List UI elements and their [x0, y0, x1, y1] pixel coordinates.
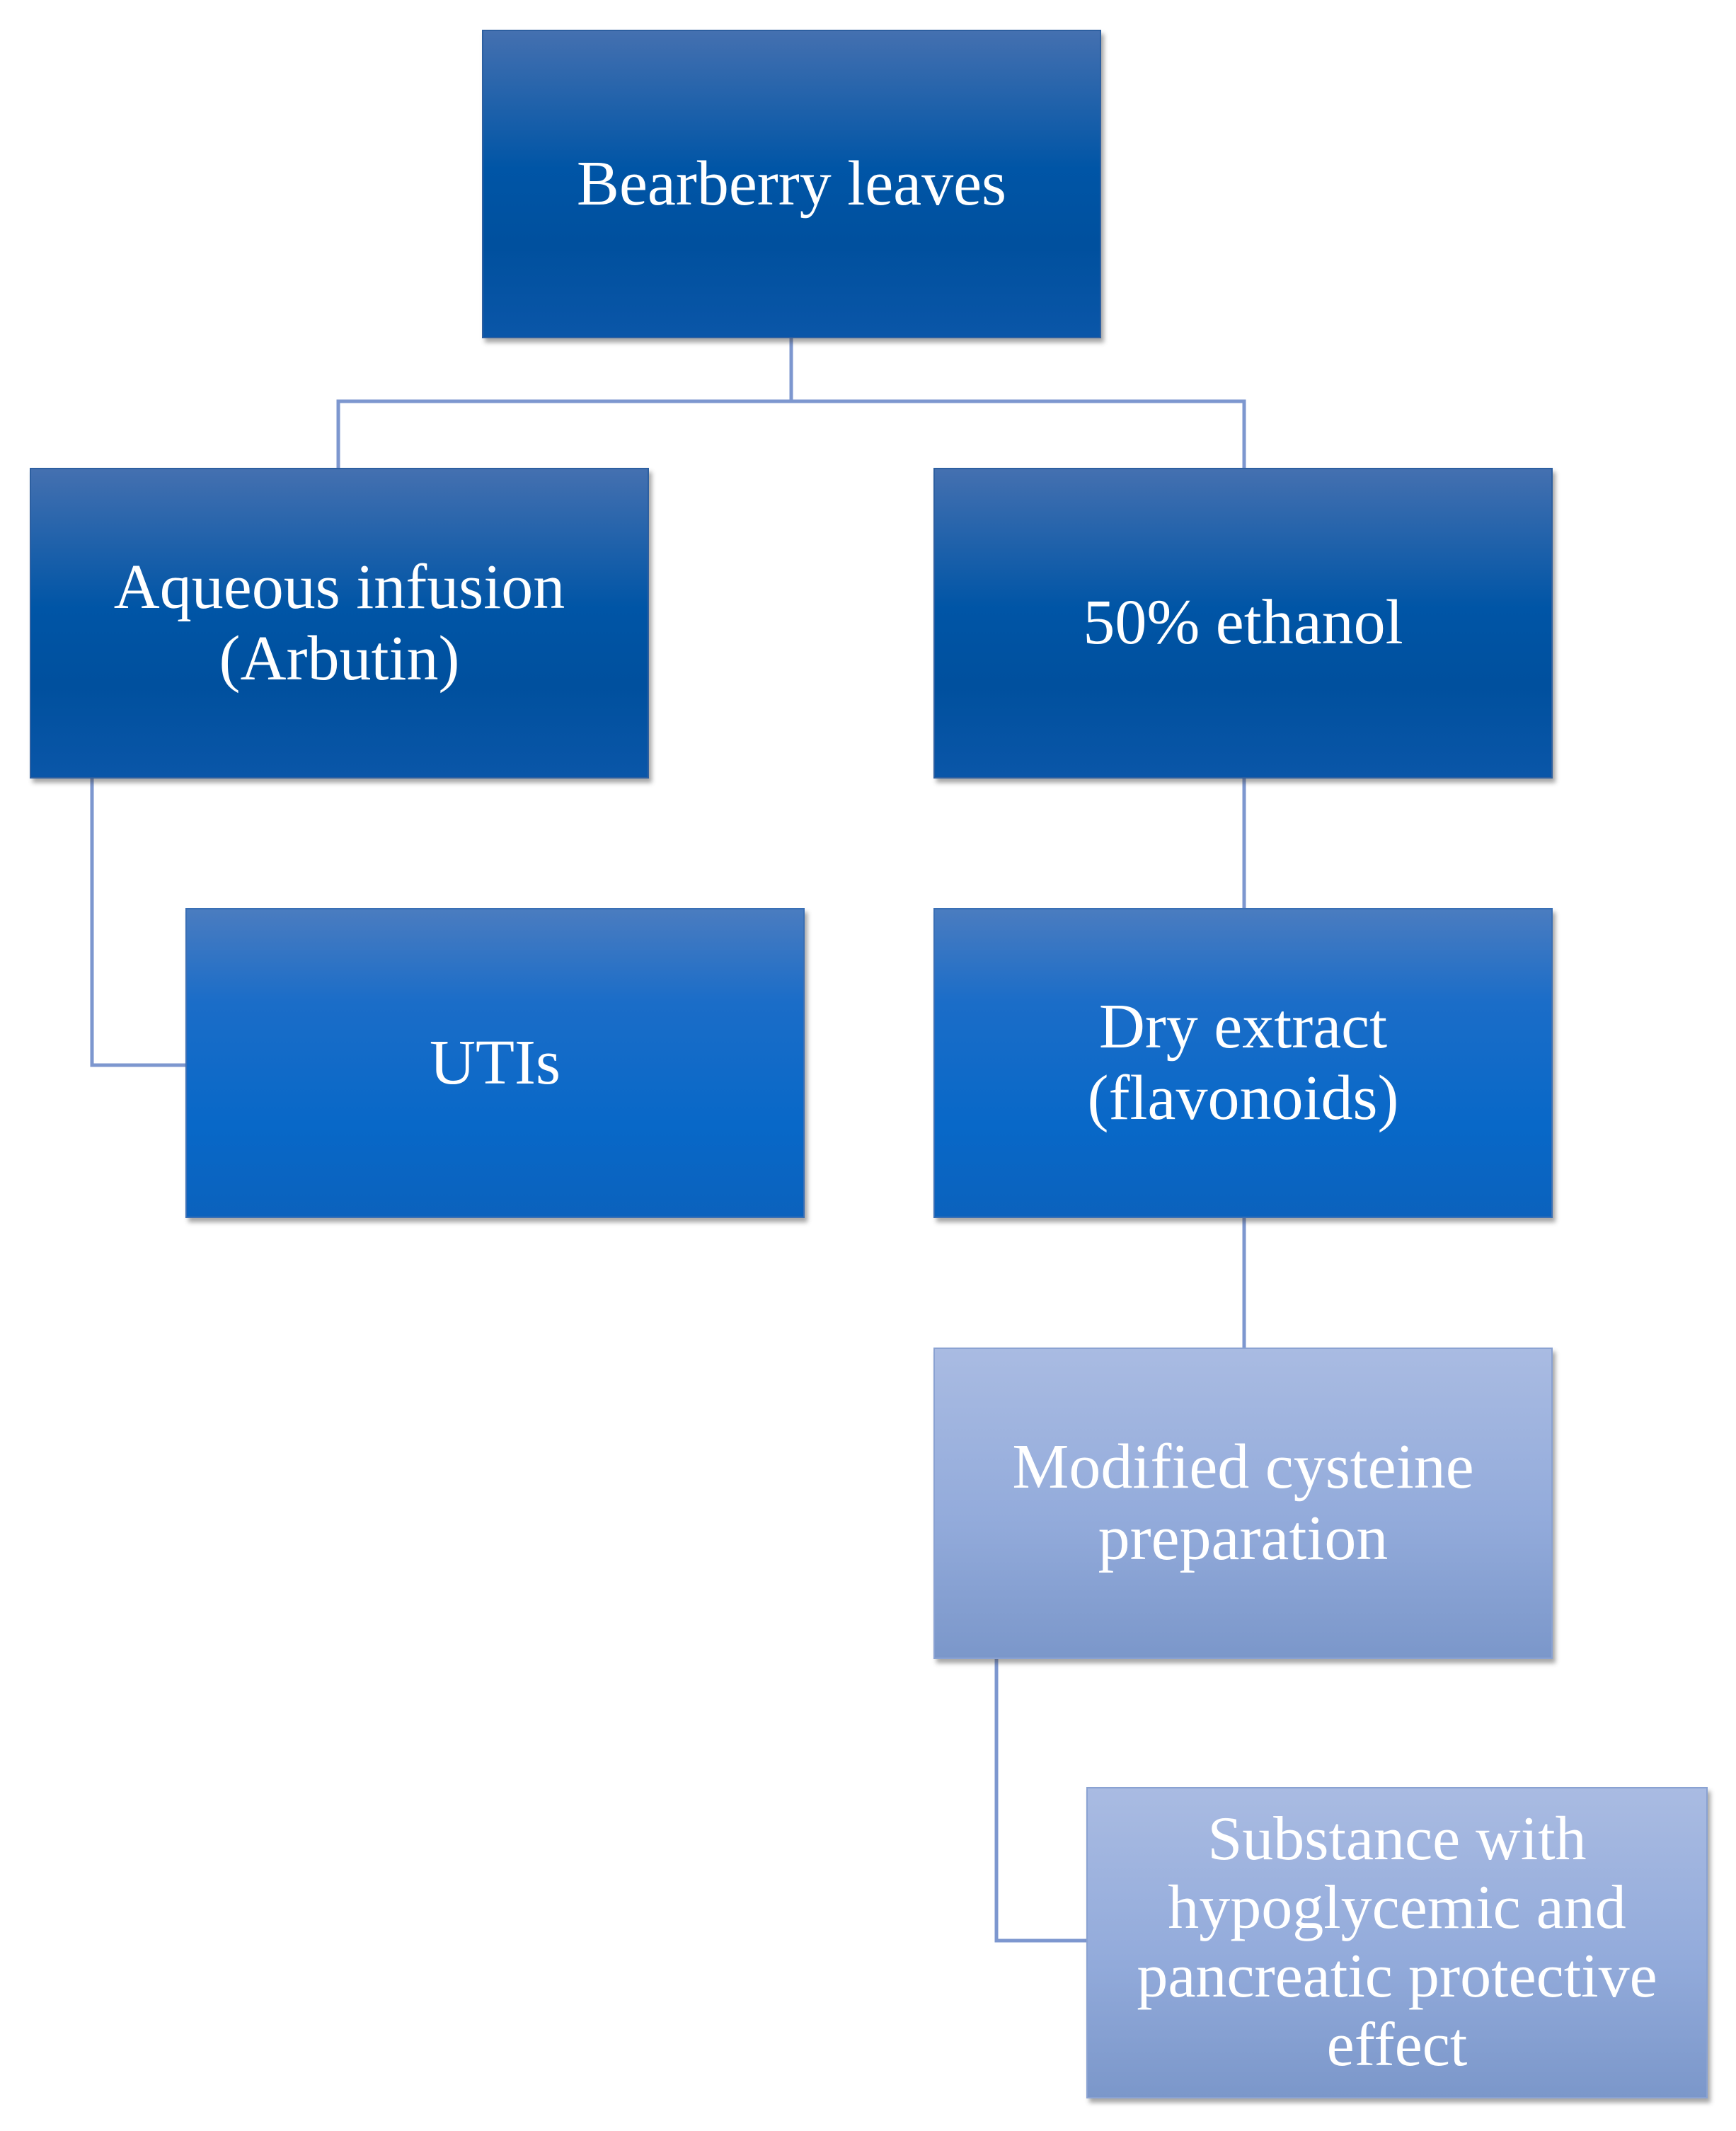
- connector-root-ethanol: [791, 399, 1246, 468]
- node-bearberry-leaves: Bearberry leaves: [482, 30, 1101, 338]
- node-label: Aqueous infusion (Arbutin): [113, 551, 565, 694]
- node-label: Modified cysteine preparation: [1012, 1432, 1474, 1573]
- node-label: UTIs: [430, 1027, 561, 1098]
- node-label: 50% ethanol: [1083, 587, 1403, 658]
- connector-cysteine-substance: [994, 1659, 1086, 1943]
- connector-aqueous-utis: [90, 779, 185, 1067]
- node-aqueous-infusion: Aqueous infusion (Arbutin): [30, 468, 649, 779]
- connector-root-children: [336, 338, 793, 468]
- node-dry-extract: Dry extract (flavonoids): [933, 908, 1553, 1218]
- node-substance: Substance with hypoglycemic and pancreat…: [1086, 1787, 1708, 2098]
- node-label: Substance with hypoglycemic and pancreat…: [1137, 1805, 1657, 2079]
- node-utis: UTIs: [185, 908, 805, 1218]
- node-label: Bearberry leaves: [576, 148, 1007, 219]
- node-ethanol: 50% ethanol: [933, 468, 1553, 779]
- node-modified-cysteine: Modified cysteine preparation: [933, 1348, 1553, 1659]
- node-label: Dry extract (flavonoids): [1087, 992, 1399, 1133]
